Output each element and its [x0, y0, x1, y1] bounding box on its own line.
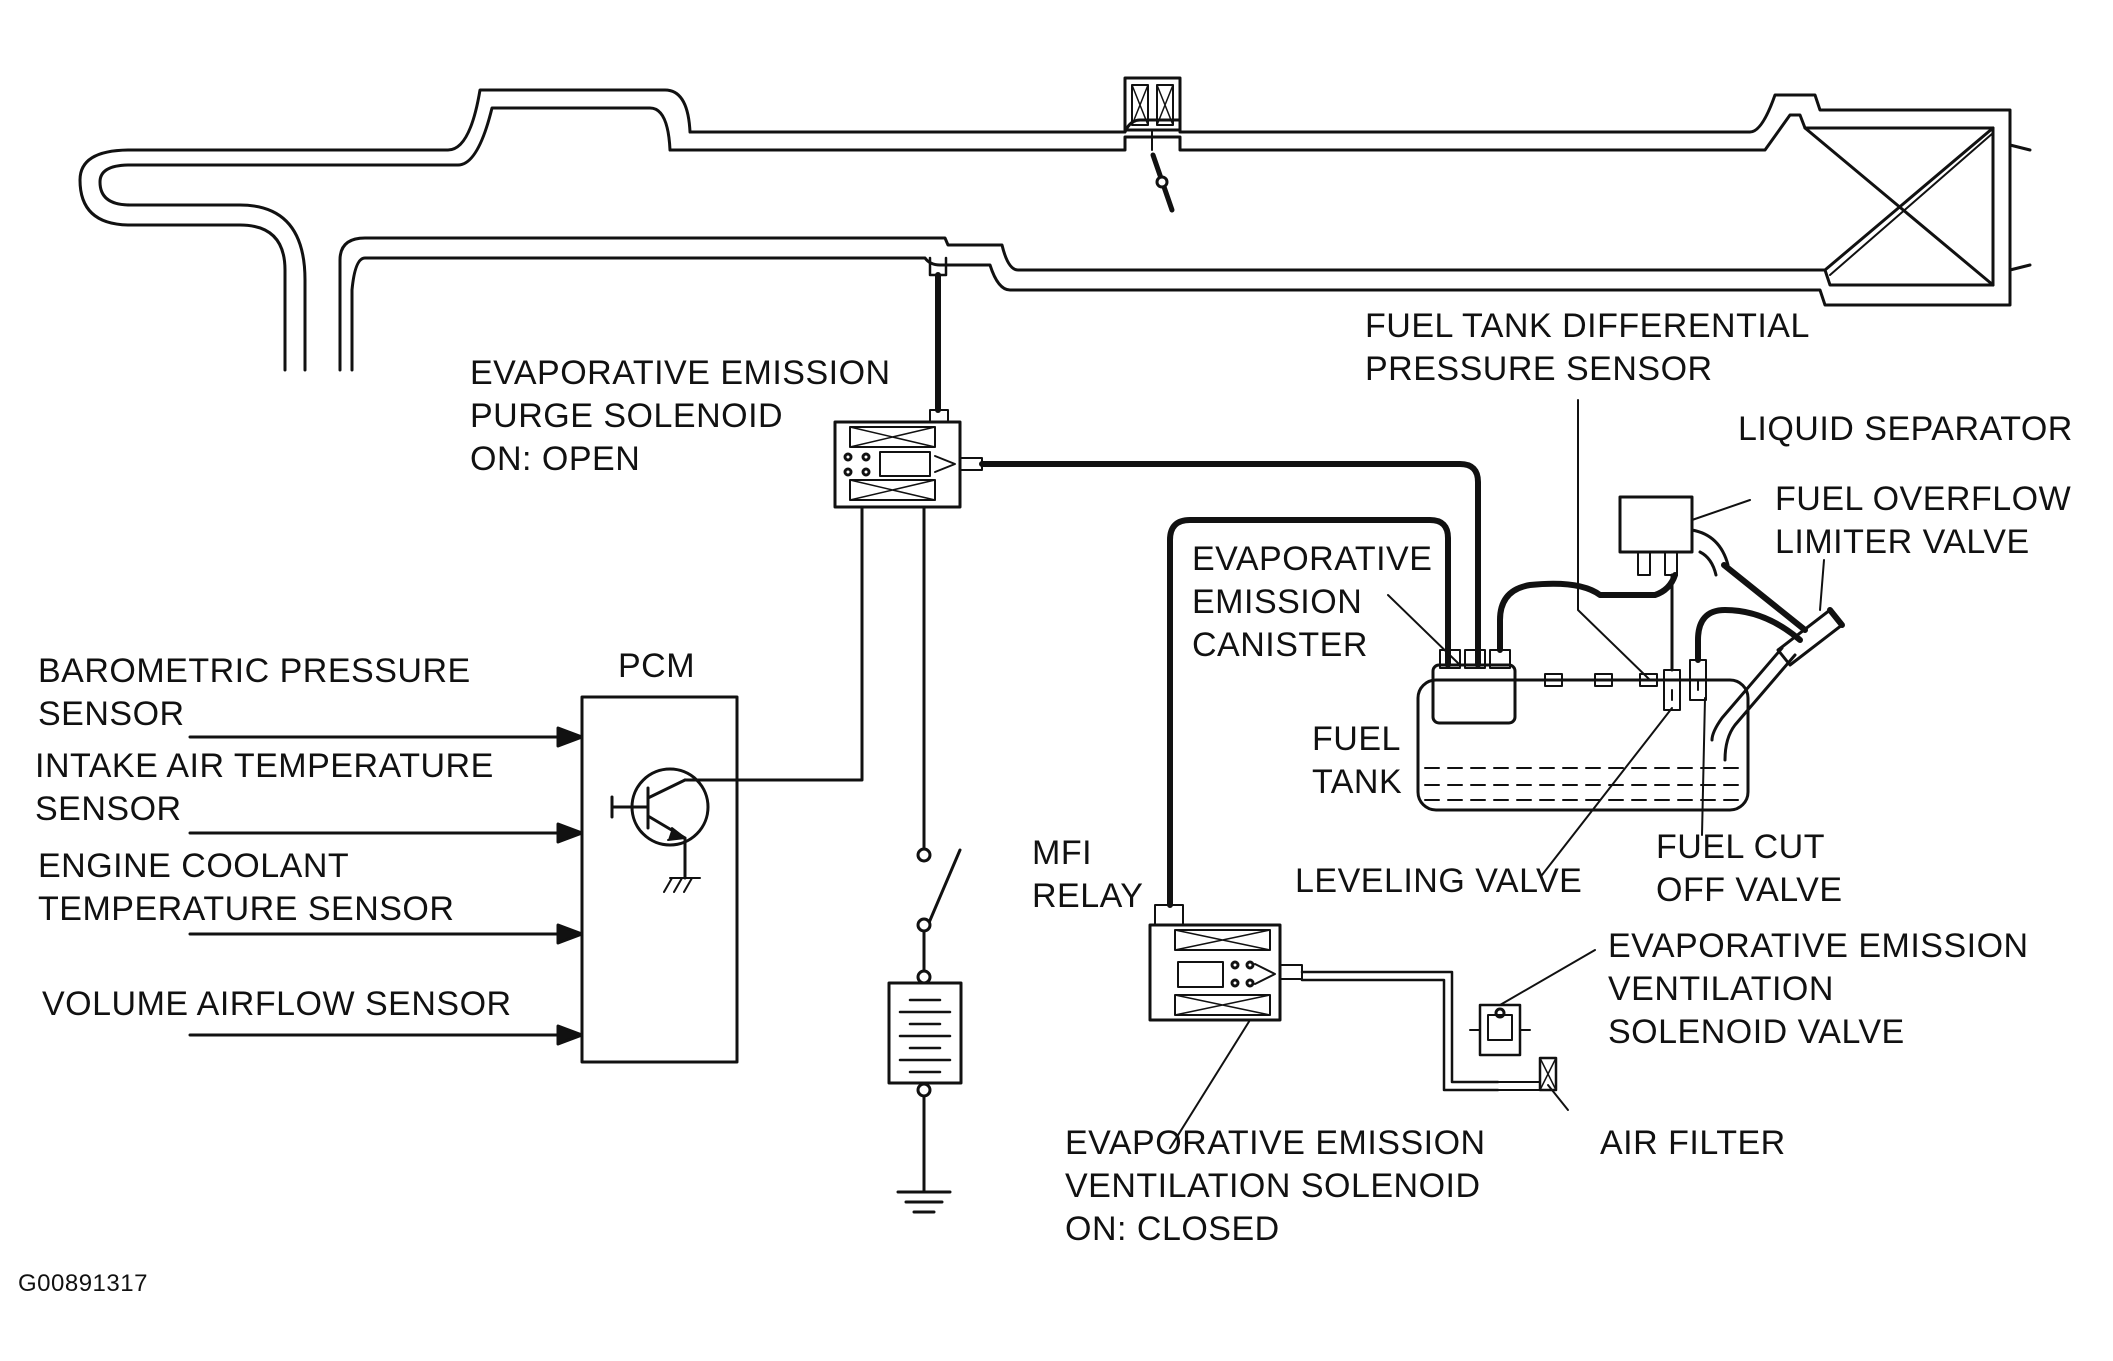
throttle-body: [1123, 76, 1182, 213]
pressure-sensor-label-line-1: FUEL TANK DIFFERENTIAL: [1365, 307, 1810, 345]
leveling-valve-label: LEVELING VALVE: [1295, 860, 1582, 903]
purge-solenoid-label-line-3: ON: OPEN: [470, 440, 641, 478]
fuel-tank-label-line-2: TANK: [1312, 763, 1403, 801]
power-circuit: [887, 505, 963, 1214]
air-filter: [1497, 1056, 1558, 1092]
canister-label-line-3: CANISTER: [1192, 626, 1368, 664]
fuel-cut-valve-label: FUEL CUT OFF VALVE: [1656, 826, 1843, 912]
fuel-tank-label: FUEL TANK: [1312, 718, 1402, 804]
ventilation-solenoid-label-line-3: ON: CLOSED: [1065, 1210, 1280, 1248]
ventilation-valve: [1469, 1003, 1531, 1057]
intake-manifold: [78, 88, 2032, 372]
fuel-tank: [1416, 678, 1750, 812]
overflow-valve-label-line-2: LIMITER VALVE: [1775, 523, 2030, 561]
ventilation-solenoid-label: EVAPORATIVE EMISSION VENTILATION SOLENOI…: [1065, 1122, 1486, 1251]
air-filter-label-line-1: AIR FILTER: [1600, 1124, 1786, 1162]
liquid-separator-label: LIQUID SEPARATOR: [1738, 408, 2073, 451]
intake-air-sensor-label: INTAKE AIR TEMPERATURE SENSOR: [35, 745, 494, 831]
airflow-sensor-label-line-1: VOLUME AIRFLOW SENSOR: [42, 985, 512, 1023]
purge-solenoid-label: EVAPORATIVE EMISSION PURGE SOLENOID ON: …: [470, 352, 891, 481]
pressure-sensor-label: FUEL TANK DIFFERENTIAL PRESSURE SENSOR: [1365, 305, 1810, 391]
ventilation-valve-label: EVAPORATIVE EMISSION VENTILATION SOLENOI…: [1608, 925, 2029, 1054]
pressure-sensor-label-line-2: PRESSURE SENSOR: [1365, 350, 1713, 388]
leader-lines: [1169, 499, 1825, 1149]
coolant-sensor-label-line-1: ENGINE COOLANT: [38, 847, 350, 885]
airflow-sensor-label: VOLUME AIRFLOW SENSOR: [42, 983, 512, 1026]
ventilation-solenoid-label-line-2: VENTILATION SOLENOID: [1065, 1167, 1481, 1205]
fuel-cut-valves: [1663, 607, 1803, 711]
ventilation-solenoid: [1148, 923, 1500, 1092]
liquid-separator: [1618, 495, 1808, 672]
ventilation-valve-label-line-3: SOLENOID VALVE: [1608, 1013, 1905, 1051]
fuel-overflow-limiter-valve: [1710, 607, 1845, 762]
pcm-label: PCM: [618, 645, 695, 688]
pcm-label-line-1: PCM: [618, 647, 696, 685]
purge-solenoid: [833, 256, 1481, 668]
pcm: [580, 505, 864, 1064]
canister-label-line-1: EVAPORATIVE: [1192, 540, 1433, 578]
intake-air-sensor-label-line-2: SENSOR: [35, 790, 182, 828]
fuel-cut-valve-label-line-1: FUEL CUT: [1656, 828, 1825, 866]
fuel-tank-label-line-1: FUEL: [1312, 720, 1401, 758]
coolant-sensor-label: ENGINE COOLANT TEMPERATURE SENSOR: [38, 845, 454, 931]
ventilation-valve-label-line-2: VENTILATION: [1608, 970, 1834, 1008]
air-filter-label: AIR FILTER: [1600, 1122, 1786, 1165]
canister-label: EVAPORATIVE EMISSION CANISTER: [1192, 538, 1432, 667]
mfi-relay-label-line-2: RELAY: [1032, 877, 1144, 915]
barometric-sensor-label-line-1: BAROMETRIC PRESSURE: [38, 652, 471, 690]
coolant-sensor-label-line-2: TEMPERATURE SENSOR: [38, 890, 455, 928]
purge-solenoid-label-line-1: EVAPORATIVE EMISSION: [470, 354, 891, 392]
canister: [1431, 572, 1678, 725]
mfi-relay-label: MFI RELAY: [1032, 832, 1143, 918]
intake-air-sensor-label-line-1: INTAKE AIR TEMPERATURE: [35, 747, 494, 785]
pressure-sensor-leader-line: [1577, 399, 1651, 681]
barometric-sensor-label: BAROMETRIC PRESSURE SENSOR: [38, 650, 471, 736]
ventilation-solenoid-label-line-1: EVAPORATIVE EMISSION: [1065, 1124, 1486, 1162]
fuel-cut-valve-label-line-2: OFF VALVE: [1656, 871, 1843, 909]
overflow-valve-label-line-1: FUEL OVERFLOW: [1775, 480, 2072, 518]
overflow-valve-label: FUEL OVERFLOW LIMITER VALVE: [1775, 478, 2071, 564]
ventilation-valve-label-line-1: EVAPORATIVE EMISSION: [1608, 927, 2029, 965]
barometric-sensor-label-line-2: SENSOR: [38, 695, 185, 733]
canister-label-line-2: EMISSION: [1192, 583, 1363, 621]
leveling-valve-label-line-1: LEVELING VALVE: [1295, 862, 1583, 900]
figure-code: G00891317: [18, 1270, 148, 1297]
purge-solenoid-label-line-2: PURGE SOLENOID: [470, 397, 784, 435]
mfi-relay-label-line-1: MFI: [1032, 834, 1093, 872]
liquid-separator-label-line-1: LIQUID SEPARATOR: [1738, 410, 2073, 448]
pcm-input-arrows: [188, 726, 584, 1046]
